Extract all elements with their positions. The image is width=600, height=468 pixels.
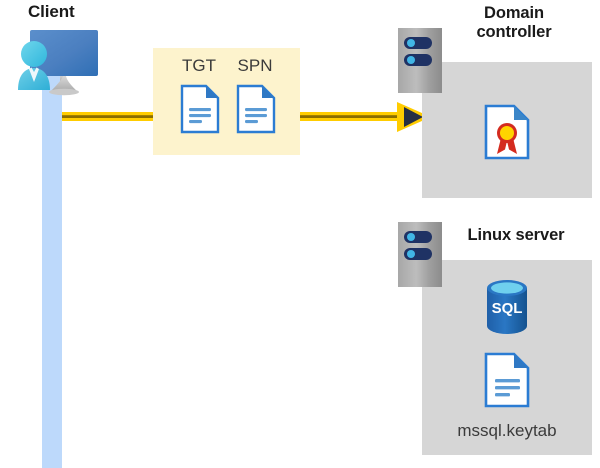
spn-document-icon <box>236 84 276 134</box>
tgt-document-icon <box>180 84 220 134</box>
client-lifeline <box>42 72 62 468</box>
certificate-icon <box>484 104 530 160</box>
token-highlight-box: TGT SPN <box>153 48 300 155</box>
sql-database-text: SQL <box>492 300 523 317</box>
keytab-filename-label: mssql.keytab <box>457 421 557 440</box>
tgt-label: TGT <box>182 56 216 75</box>
domain-controller-label: Domain controller <box>476 4 552 41</box>
client-to-domain-controller-arrowhead <box>396 100 432 134</box>
linux-server-label: Linux server <box>467 226 565 244</box>
keytab-file-icon <box>484 352 530 408</box>
domain-controller-server-tower-icon <box>398 28 442 93</box>
spn-label: SPN <box>237 56 273 75</box>
sql-database-icon: SQL <box>482 278 532 336</box>
linux-server-tower-icon <box>398 222 442 287</box>
client-label: Client <box>28 2 75 21</box>
user-workstation-icon <box>4 26 98 98</box>
